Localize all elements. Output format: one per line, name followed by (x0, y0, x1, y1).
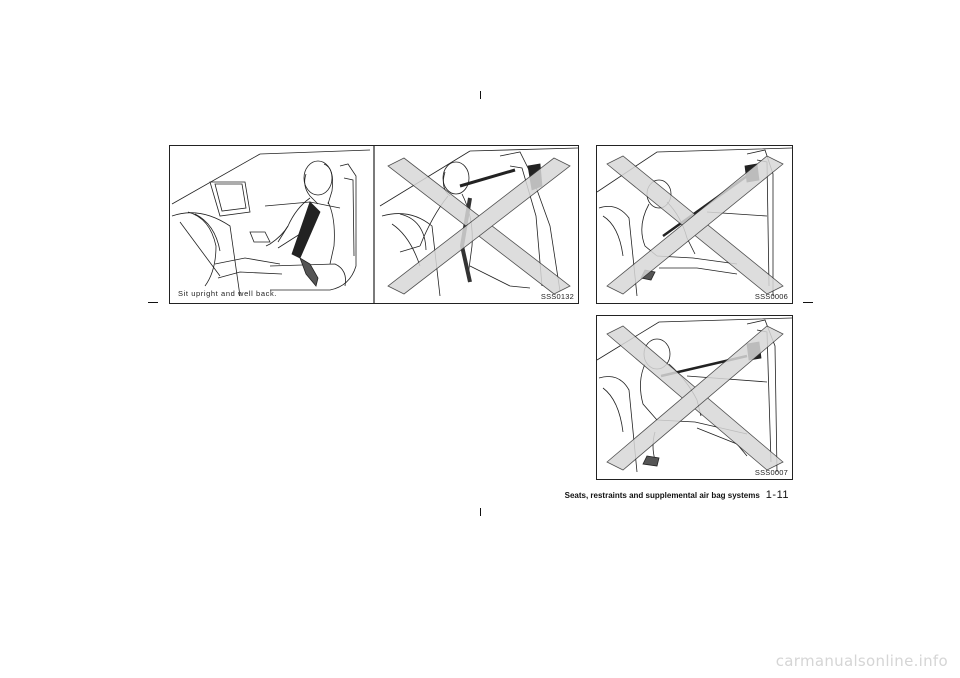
figure-code: SSS0132 (540, 292, 574, 301)
seating-illustration (171, 146, 578, 303)
crop-mark-left (148, 302, 158, 303)
figure-code: SSS0007 (754, 468, 788, 477)
watermark: carmanualsonline.info (775, 652, 948, 670)
figure-code: SSS0006 (754, 292, 788, 301)
crop-mark-right (803, 302, 813, 303)
figure-child-leaning: SSS0006 (596, 145, 793, 304)
child-leaning-illustration (597, 147, 792, 297)
child-standing-illustration (597, 317, 792, 473)
crop-mark-bottom (480, 508, 481, 516)
figure-caption: Sit upright and well back. (178, 289, 277, 298)
figure-seating-position: Sit upright and well back. SSS0132 (169, 145, 579, 304)
crop-mark-top (480, 91, 481, 99)
section-title: Seats, restraints and supplemental air b… (564, 491, 760, 500)
page-number: 1-11 (765, 489, 789, 501)
page-footer: Seats, restraints and supplemental air b… (539, 489, 789, 501)
figure-child-standing: SSS0007 (596, 315, 793, 480)
